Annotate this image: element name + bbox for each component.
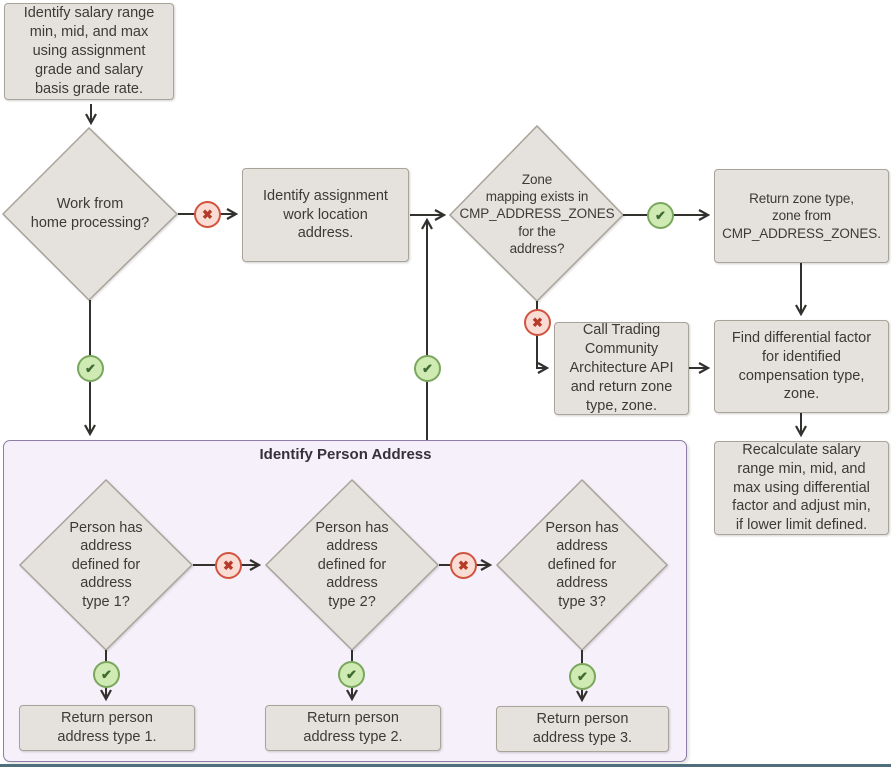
x-icon: ✖ <box>202 206 213 222</box>
yes-badge: ✔ <box>77 355 104 382</box>
label-person-address-2: Person has address defined for address t… <box>315 519 389 610</box>
no-badge: ✖ <box>450 552 477 579</box>
yes-badge: ✔ <box>414 355 441 382</box>
x-icon: ✖ <box>223 557 234 573</box>
node-return-address-type-3: Return person address type 3. <box>496 706 669 752</box>
check-icon: ✔ <box>655 207 666 223</box>
label-wfh-decision: Work from home processing? <box>30 196 150 231</box>
check-icon: ✔ <box>101 666 112 682</box>
check-icon: ✔ <box>422 360 433 376</box>
group-title: Identify Person Address <box>259 446 432 463</box>
x-icon: ✖ <box>532 314 543 330</box>
node-return-address-type-2: Return person address type 2. <box>265 705 441 751</box>
yes-badge: ✔ <box>569 663 596 690</box>
node-identify-work-location: Identify assignment work location addres… <box>242 168 409 262</box>
label-person-address-1: Person has address defined for address t… <box>69 519 143 610</box>
label-zone-mapping-decision: Zone mapping exists in CMP_ADDRESS_ZONES… <box>459 171 615 256</box>
yes-badge: ✔ <box>93 661 120 688</box>
bottom-divider <box>0 764 891 767</box>
label-person-address-3: Person has address defined for address t… <box>545 519 619 610</box>
yes-badge: ✔ <box>338 661 365 688</box>
node-return-zone: Return zone type, zone from CMP_ADDRESS_… <box>714 169 889 263</box>
node-call-tca-api: Call Trading Community Architecture API … <box>554 322 689 415</box>
check-icon: ✔ <box>85 360 96 376</box>
no-badge: ✖ <box>194 201 221 228</box>
no-badge: ✖ <box>524 309 551 336</box>
node-recalculate-salary-range: Recalculate salary range min, mid, and m… <box>714 441 889 535</box>
node-identify-salary-range: Identify salary range min, mid, and max … <box>4 3 174 100</box>
yes-badge: ✔ <box>647 202 674 229</box>
x-icon: ✖ <box>458 557 469 573</box>
no-badge: ✖ <box>215 552 242 579</box>
node-return-address-type-1: Return person address type 1. <box>19 705 195 751</box>
check-icon: ✔ <box>346 666 357 682</box>
node-find-differential-factor: Find differential factor for identified … <box>714 320 889 413</box>
check-icon: ✔ <box>577 668 588 684</box>
